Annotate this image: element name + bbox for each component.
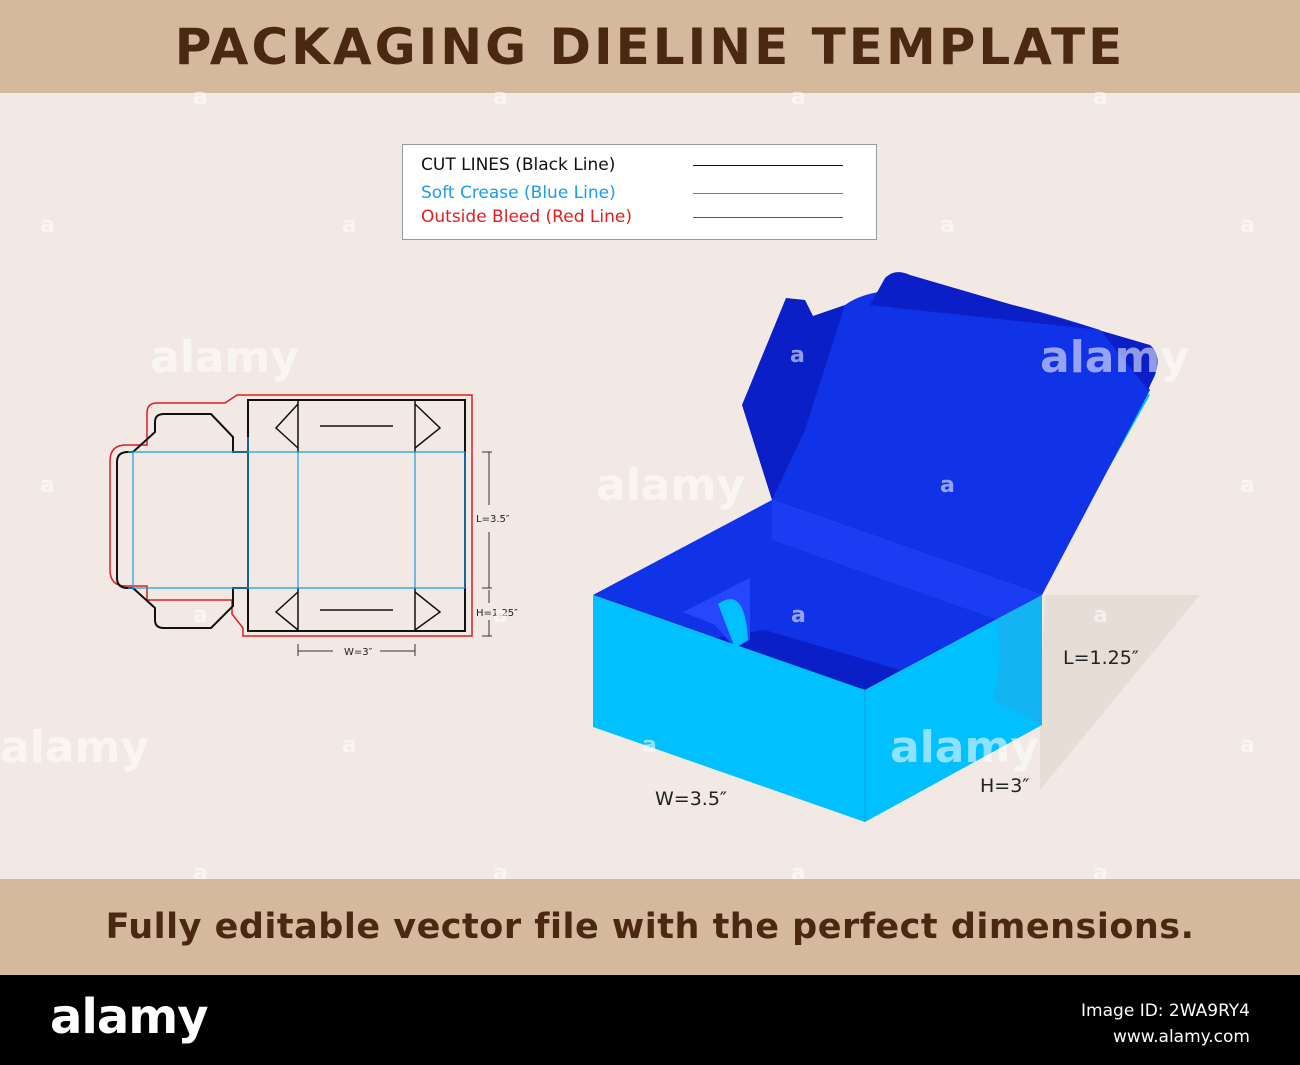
watermark-letter: a xyxy=(791,603,806,628)
dust-flap-tr xyxy=(414,403,442,449)
watermark-letter: a xyxy=(642,733,657,758)
cut-outline-left xyxy=(116,400,249,631)
watermark-word: alamy xyxy=(1040,332,1189,383)
legend-crease-label: Soft Crease (Blue Line) xyxy=(421,183,616,203)
watermark-letter: a xyxy=(1240,213,1255,238)
legend-cut-swatch xyxy=(693,165,843,166)
watermark-word: alamy xyxy=(890,722,1039,773)
dieline-length-label: L=3.5″ xyxy=(476,514,510,525)
watermark-word: alamy xyxy=(0,722,149,773)
left-inner-tuck-tab xyxy=(718,599,748,648)
watermark-letter: a xyxy=(790,343,805,368)
legend-bleed-swatch xyxy=(693,217,843,218)
back-inner-wall xyxy=(593,500,1042,690)
watermark-letter: a xyxy=(1093,85,1108,110)
dimension-width xyxy=(297,644,416,656)
dimension-length xyxy=(482,451,492,589)
lid-inner-face xyxy=(772,289,1150,595)
title-band: PACKAGING DIELINE TEMPLATE xyxy=(0,0,1300,93)
legend-item-bleed: Outside Bleed (Red Line) xyxy=(421,207,843,227)
legend-cut-label: CUT LINES (Black Line) xyxy=(421,155,616,175)
legend-item-crease: Soft Crease (Blue Line) xyxy=(421,183,843,203)
watermark-letter: a xyxy=(342,213,357,238)
box-right-face xyxy=(865,595,1042,822)
tagline: Fully editable vector file with the perf… xyxy=(105,907,1195,947)
dust-flap-tl xyxy=(274,403,299,449)
lid-left-flap xyxy=(742,298,845,500)
legend-crease-swatch xyxy=(693,193,843,194)
box-front-face xyxy=(593,595,865,822)
right-face-tuck xyxy=(993,595,1042,725)
dust-flap-br xyxy=(414,591,442,631)
box-width-label: W=3.5″ xyxy=(655,788,727,810)
tagline-band: Fully editable vector file with the perf… xyxy=(0,879,1300,975)
watermark-letter: a xyxy=(40,213,55,238)
box-shadow xyxy=(1040,595,1200,790)
watermark-letter: a xyxy=(1240,473,1255,498)
watermark-letter: a xyxy=(1240,733,1255,758)
dust-flap-bl xyxy=(274,591,299,631)
diagram-artwork: L=3.5″ H=1.25″ W=3″ xyxy=(0,85,1255,886)
legend-bleed-label: Outside Bleed (Red Line) xyxy=(421,207,632,227)
box-length-label: L=1.25″ xyxy=(1063,647,1139,669)
watermark-letter: a xyxy=(40,473,55,498)
watermark-letter: a xyxy=(342,733,357,758)
flat-dieline: L=3.5″ H=1.25″ W=3″ xyxy=(109,394,518,658)
lid-top-tab xyxy=(870,272,1158,390)
dieline-width-label: W=3″ xyxy=(344,647,373,658)
watermark-letter: a xyxy=(493,603,508,628)
watermarks: alamy alamy alamy alamy alamy a a a a a … xyxy=(0,85,1255,886)
watermark-letter: a xyxy=(940,213,955,238)
footer-brand-logo: alamy xyxy=(50,989,209,1045)
box-height-label: H=3″ xyxy=(980,775,1029,797)
line-legend: CUT LINES (Black Line) Soft Crease (Blue… xyxy=(402,144,877,240)
watermark-word: alamy xyxy=(150,332,299,383)
watermark-letter: a xyxy=(193,603,208,628)
watermark-letter: a xyxy=(940,473,955,498)
footer-image-id: Image ID: 2WA9RY4 xyxy=(1081,1001,1250,1021)
bleed-outline xyxy=(109,394,473,637)
watermark-word: alamy xyxy=(596,460,745,511)
footer-site-link[interactable]: www.alamy.com xyxy=(1112,1027,1250,1047)
watermark-letter: a xyxy=(791,85,806,110)
box-3d: L=1.25″ W=3.5″ H=3″ xyxy=(593,272,1200,822)
legend-item-cut: CUT LINES (Black Line) xyxy=(421,155,843,175)
box-floor xyxy=(700,630,900,690)
page-title: PACKAGING DIELINE TEMPLATE xyxy=(174,17,1126,76)
footer-bar: alamy Image ID: 2WA9RY4 www.alamy.com xyxy=(0,975,1300,1065)
right-inner-wall xyxy=(772,500,1042,620)
dimension-height xyxy=(482,590,492,637)
dieline-height-label: H=1.25″ xyxy=(476,608,518,619)
watermark-letter: a xyxy=(493,85,508,110)
watermark-letter: a xyxy=(1093,603,1108,628)
watermark-letter: a xyxy=(193,85,208,110)
